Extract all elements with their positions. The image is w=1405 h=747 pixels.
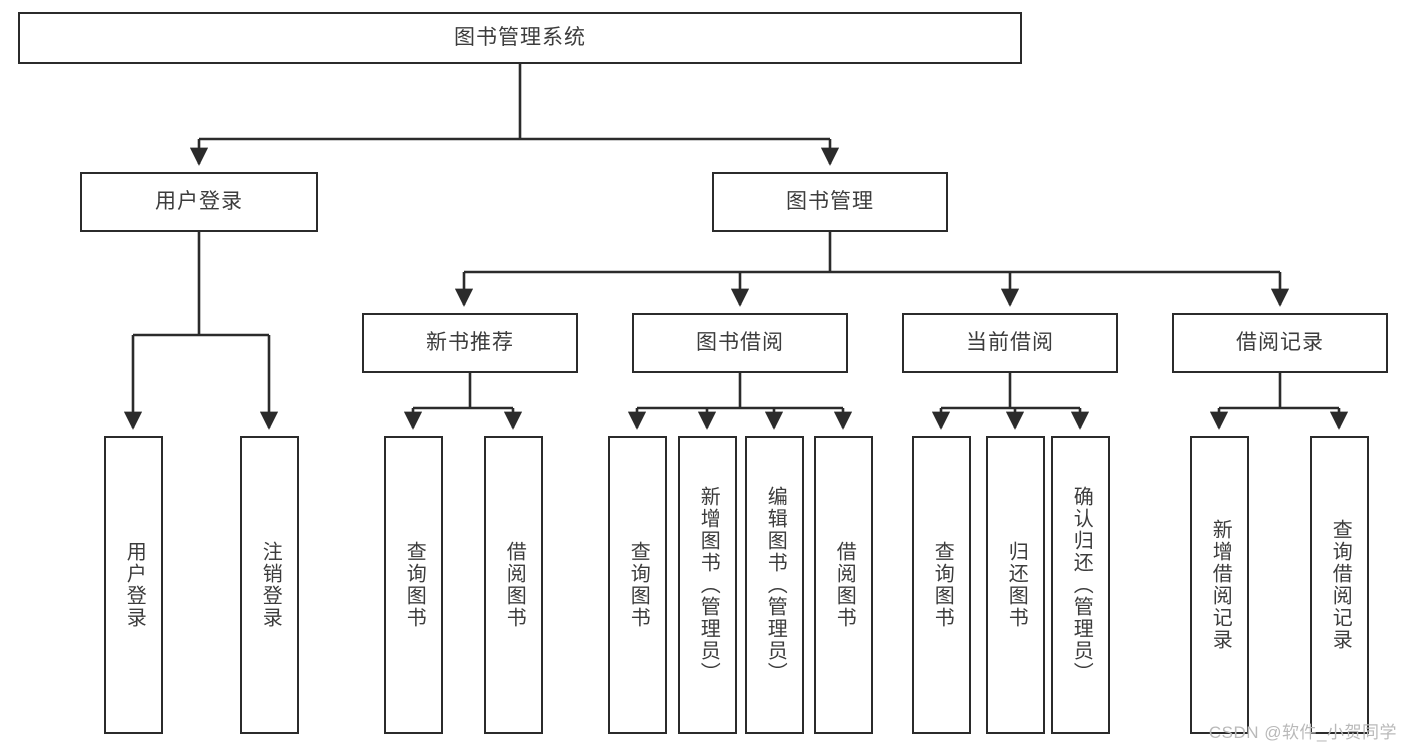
leaf-query-book-newbook[interactable]: 查询图书 — [384, 436, 443, 734]
leaf-borrow-book-label: 借阅图书 — [833, 541, 856, 629]
leaf-query-book-current[interactable]: 查询图书 — [912, 436, 971, 734]
node-book-borrow[interactable]: 图书借阅 — [632, 313, 848, 373]
node-book-management[interactable]: 图书管理 — [712, 172, 948, 232]
node-current-borrow-label: 当前借阅 — [966, 331, 1054, 355]
node-current-borrow[interactable]: 当前借阅 — [902, 313, 1118, 373]
leaf-add-book-admin[interactable]: 新增图书（管理员） — [678, 436, 737, 734]
leaf-user-login[interactable]: 用户登录 — [104, 436, 163, 734]
leaf-borrow-book-newbook[interactable]: 借阅图书 — [484, 436, 543, 734]
node-root[interactable]: 图书管理系统 — [18, 12, 1022, 64]
node-borrow-record[interactable]: 借阅记录 — [1172, 313, 1388, 373]
leaf-add-borrow-record-label: 新增借阅记录 — [1209, 519, 1232, 651]
node-user-login-label: 用户登录 — [155, 190, 243, 214]
leaf-confirm-return-admin-label: 确认归还（管理员） — [1070, 486, 1093, 684]
node-book-management-label: 图书管理 — [786, 190, 874, 214]
leaf-add-book-admin-label: 新增图书（管理员） — [697, 486, 720, 684]
leaf-query-borrow-record-label: 查询借阅记录 — [1329, 519, 1352, 651]
leaf-query-book-current-label: 查询图书 — [931, 541, 954, 629]
node-root-label: 图书管理系统 — [454, 26, 586, 50]
leaf-edit-book-admin-label: 编辑图书（管理员） — [764, 486, 787, 684]
leaf-return-book[interactable]: 归还图书 — [986, 436, 1045, 734]
leaf-logout-label: 注销登录 — [259, 541, 282, 629]
leaf-add-borrow-record[interactable]: 新增借阅记录 — [1190, 436, 1249, 734]
leaf-query-book-borrow[interactable]: 查询图书 — [608, 436, 667, 734]
leaf-edit-book-admin[interactable]: 编辑图书（管理员） — [745, 436, 804, 734]
leaf-query-book-borrow-label: 查询图书 — [627, 541, 650, 629]
leaf-borrow-book[interactable]: 借阅图书 — [814, 436, 873, 734]
leaf-borrow-book-newbook-label: 借阅图书 — [503, 541, 526, 629]
node-user-login[interactable]: 用户登录 — [80, 172, 318, 232]
leaf-query-book-newbook-label: 查询图书 — [403, 541, 426, 629]
node-borrow-record-label: 借阅记录 — [1236, 331, 1324, 355]
node-book-borrow-label: 图书借阅 — [696, 331, 784, 355]
leaf-user-login-label: 用户登录 — [123, 541, 146, 629]
leaf-confirm-return-admin[interactable]: 确认归还（管理员） — [1051, 436, 1110, 734]
leaf-query-borrow-record[interactable]: 查询借阅记录 — [1310, 436, 1369, 734]
leaf-logout[interactable]: 注销登录 — [240, 436, 299, 734]
node-new-book-recommend-label: 新书推荐 — [426, 331, 514, 355]
leaf-return-book-label: 归还图书 — [1005, 541, 1028, 629]
node-new-book-recommend[interactable]: 新书推荐 — [362, 313, 578, 373]
